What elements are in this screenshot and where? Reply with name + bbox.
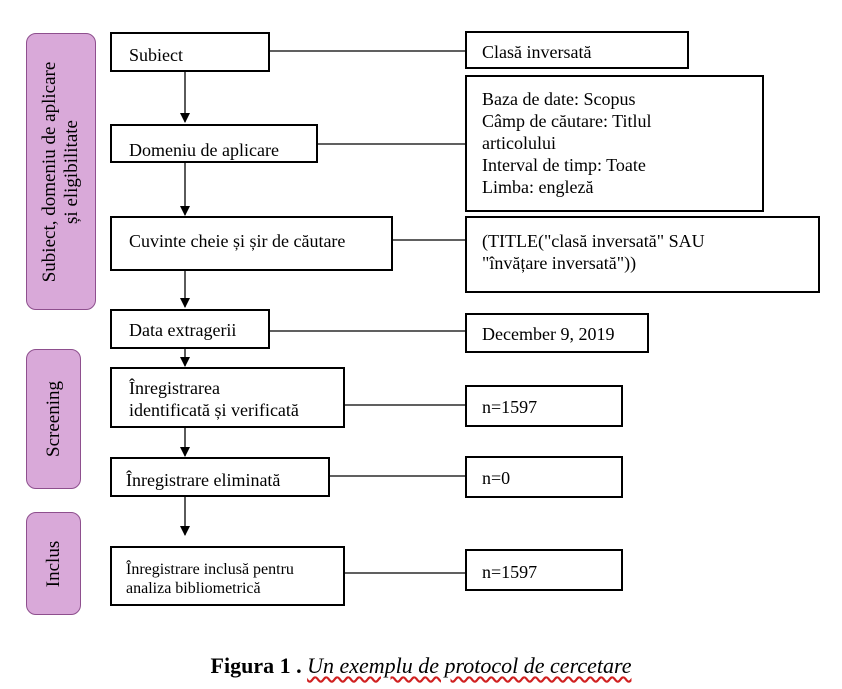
box-extraction-date-label: Data extragerii xyxy=(129,320,237,340)
box-domain-value-line-3: articolului xyxy=(482,133,556,153)
box-domain-value: Baza de date: Scopus Câmp de căutare: Ti… xyxy=(465,75,764,212)
sidebar-subject-label: Subiect, domeniu de aplicare și eligibil… xyxy=(39,61,83,282)
sidebar-subject-line-2: și eligibilitate xyxy=(61,119,82,224)
box-eliminated-value-label: n=0 xyxy=(482,468,511,488)
box-keywords-label: Cuvinte cheie și șir de căutare xyxy=(129,231,346,251)
sidebar-included-label: Inclus xyxy=(42,540,64,587)
box-included-line-2: analiza bibliometrică xyxy=(126,580,261,597)
box-keywords-value-line-1: (TITLE("clasă inversată" SAU xyxy=(482,231,705,251)
box-keywords: Cuvinte cheie și șir de căutare xyxy=(110,216,393,271)
box-extraction-date-value-label: December 9, 2019 xyxy=(482,324,615,344)
sidebar-screening-label: Screening xyxy=(42,381,64,457)
box-extraction-date-value: December 9, 2019 xyxy=(465,313,649,353)
sidebar-subject-domain-eligibility: Subiect, domeniu de aplicare și eligibil… xyxy=(26,33,96,310)
box-included-line-1: Înregistrare inclusă pentru xyxy=(126,561,294,578)
sidebar-screening: Screening xyxy=(26,349,81,489)
box-identified-value-label: n=1597 xyxy=(482,397,538,417)
box-domain: Domeniu de aplicare xyxy=(110,124,318,163)
sidebar-subject-line-1: Subiect, domeniu de aplicare xyxy=(39,61,60,282)
figure-caption: Figura 1 . Un exemplu de protocol de cer… xyxy=(0,653,842,679)
box-identified-line-2: identificată și verificată xyxy=(129,400,299,420)
box-eliminated-label: Înregistrare eliminată xyxy=(126,470,281,490)
box-domain-value-line-5: Limba: engleză xyxy=(482,177,594,197)
box-domain-value-line-2: Câmp de căutare: Titlul xyxy=(482,111,652,131)
figure-caption-text: Un exemplu de protocol de cercetare xyxy=(307,653,632,678)
box-subject-label: Subiect xyxy=(129,45,183,65)
box-included-value-label: n=1597 xyxy=(482,562,538,582)
box-subject-value-label: Clasă inversată xyxy=(482,42,592,62)
box-included-value: n=1597 xyxy=(465,549,623,591)
box-identified-value: n=1597 xyxy=(465,385,623,427)
box-keywords-value: (TITLE("clasă inversată" SAU "învățare i… xyxy=(465,216,820,293)
box-eliminated: Înregistrare eliminată xyxy=(110,457,330,497)
box-identified: Înregistrarea identificată și verificată xyxy=(110,367,345,428)
box-subject: Subiect xyxy=(110,32,270,72)
box-subject-value: Clasă inversată xyxy=(465,31,689,69)
box-eliminated-value: n=0 xyxy=(465,456,623,498)
box-domain-value-line-4: Interval de timp: Toate xyxy=(482,155,646,175)
box-keywords-value-line-2: "învățare inversată")) xyxy=(482,253,637,273)
sidebar-included: Inclus xyxy=(26,512,81,615)
figure-caption-label: Figura 1 . xyxy=(210,653,302,678)
box-identified-line-1: Înregistrarea xyxy=(129,378,220,398)
box-domain-value-line-1: Baza de date: Scopus xyxy=(482,89,636,109)
box-domain-label: Domeniu de aplicare xyxy=(129,140,279,160)
box-included: Înregistrare inclusă pentru analiza bibl… xyxy=(110,546,345,606)
box-extraction-date: Data extragerii xyxy=(110,309,270,349)
